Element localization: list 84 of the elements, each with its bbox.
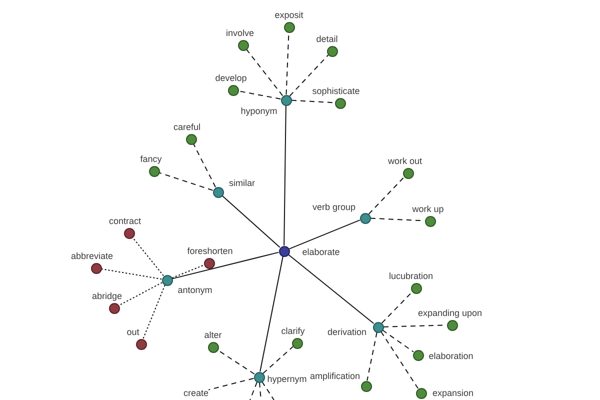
node-dot [280,94,292,106]
node-label: sophisticate [312,86,360,96]
dashed-connector [366,332,378,382]
node-label: elaboration [428,351,474,361]
node-dot [424,216,436,226]
dashed-connector [291,100,335,104]
node-dot [162,274,172,286]
node-dot [186,134,196,144]
node-dot [284,22,294,32]
node-label: amplification [310,371,360,381]
node-label: work out [388,156,422,166]
node-label: lucubration [388,271,434,281]
dashed-connector [262,346,294,374]
connector-line [288,254,374,324]
dashed-connector [380,331,418,389]
node-dot [124,228,134,238]
node-dot [292,338,302,348]
dashed-connector [381,291,413,324]
node-label: abridge [92,291,122,301]
node-label: fancy [140,154,162,164]
connector-line [288,220,360,250]
node-dot [208,342,218,352]
node-label: careful [174,122,200,132]
dotted-connector [100,268,162,280]
node-label: derivation [327,327,367,337]
dotted-connector [172,264,204,278]
node-dot [148,166,160,176]
dashed-connector [289,54,329,96]
node-dot [212,186,224,198]
dashed-connector [368,176,405,215]
node-dot [326,46,338,56]
node-label: hyponym [240,106,278,116]
dashed-connector [262,381,274,400]
node-label: contract [109,216,141,226]
node-dot [410,282,422,294]
connector-line [260,256,284,372]
dotted-connector [118,282,163,306]
node-dot [446,320,458,330]
node-label: clarify [281,326,305,336]
node-dot [228,84,238,96]
connector-line [284,105,286,246]
node-dot [334,98,346,108]
node-dot [254,372,264,382]
node-label: elaborate [302,247,340,257]
node-dot [412,350,424,360]
node-dot [90,262,102,274]
dashed-connector [250,382,258,400]
node-label: foreshorten [187,246,233,256]
dashed-connector [238,90,282,100]
node-label: hypernym [267,374,307,384]
node-label: detail [316,34,338,44]
node-label: develop [215,73,247,83]
dotted-connector [132,236,164,276]
node-dot [136,338,146,350]
node-dot [360,212,370,224]
node-label: alter [204,330,222,340]
node-label: abbreviate [70,251,114,261]
node-label: similar [229,178,255,188]
node-dot [360,380,372,392]
node-label: create [184,388,208,398]
node-label: expansion [432,388,474,398]
node-dot [238,40,248,50]
node-dot [372,322,384,332]
dashed-connector [217,350,255,374]
node-label: expanding upon [418,308,482,318]
dashed-connector [382,330,414,352]
node-dot [402,168,414,178]
dotted-connector [142,284,166,340]
connector-line [172,252,280,280]
node-dot [204,258,214,268]
dashed-connector [208,378,254,390]
node-dot [416,388,426,398]
node-dot [108,302,120,314]
node-label: antonym [178,285,212,295]
node-label: verb group [312,202,356,212]
node-dot [278,246,290,256]
dashed-connector [246,48,284,96]
node-label: exposit [274,10,304,20]
dashed-connector [158,172,214,191]
node-label: involve [226,28,254,38]
node-label: work up [412,204,444,214]
dashed-connector [193,143,216,188]
connector-line [222,195,280,248]
node-label: out [126,327,140,337]
